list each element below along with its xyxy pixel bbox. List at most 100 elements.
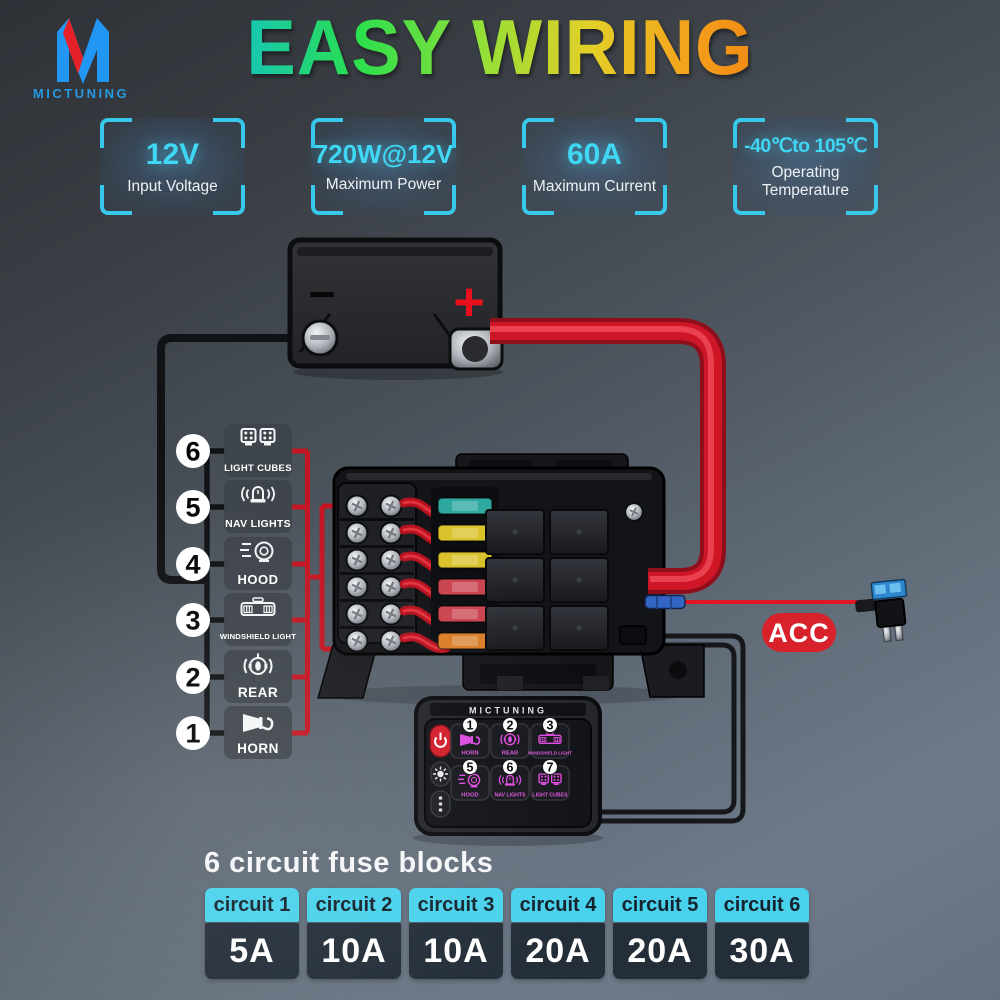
fuse-window — [889, 582, 902, 593]
circuit-number-badge — [176, 434, 210, 468]
panel-number-badge — [542, 717, 558, 733]
spec-badges: 12V Input Voltage 720W@12V Maximum Power… — [100, 118, 878, 215]
case-screw — [624, 502, 644, 522]
battery-negative-wire — [157, 334, 318, 584]
fuse-card-4: circuit 4 20A — [511, 888, 605, 979]
panel-button-hood[interactable]: HOOD 5 — [450, 759, 490, 801]
panel-button-label: REAR — [502, 751, 519, 757]
terminal-separators — [340, 518, 414, 629]
switch-panel: MICTUNING HORN 1 REAR — [413, 696, 603, 846]
circuit-row-horn: HORN 1 — [176, 706, 292, 759]
acc-badge-label: ACC — [768, 618, 830, 648]
fuse-card-amp: 20A — [511, 923, 605, 979]
spec-max-power: 720W@12V Maximum Power — [311, 118, 456, 215]
panel-button-number: 6 — [507, 760, 514, 774]
circuit-number-badge — [176, 660, 210, 694]
circuit-number: 2 — [185, 663, 200, 693]
fuse-card-header: circuit 3 — [409, 888, 503, 922]
circuit-list: LIGHT CUBES 6 NAV LIGHTS 5 HOOD 4 WINDSH… — [176, 424, 296, 759]
fuse-card-6: circuit 6 30A — [715, 888, 809, 979]
tap-sheath — [855, 598, 878, 613]
circuit-number: 3 — [185, 606, 200, 636]
brightness-icon — [433, 766, 448, 782]
circuit-black-bus — [204, 448, 226, 736]
panel-button-horn[interactable]: HORN 1 — [450, 717, 490, 759]
body-highlight — [346, 473, 652, 480]
fuse-block — [317, 453, 705, 699]
circuit-number: 6 — [185, 437, 200, 467]
panel-button-number: 3 — [547, 718, 554, 732]
panel-button-label: HORN — [461, 751, 478, 757]
switch-panel-wires — [596, 633, 746, 824]
relays — [485, 509, 609, 651]
circuit-row-rear: REAR 2 — [176, 650, 292, 703]
battery-positive-symbol: + — [453, 272, 485, 332]
logo-red-stripe — [63, 18, 83, 74]
clip-tab — [497, 676, 523, 690]
fuse-card-5: circuit 5 20A — [613, 888, 707, 979]
spec-label: Maximum Power — [325, 176, 442, 194]
panel-button-rear[interactable]: REAR 2 — [490, 717, 530, 759]
fuse-1 — [437, 497, 493, 515]
panel-button-nav-lights[interactable]: NAV LIGHTS 6 — [490, 759, 530, 801]
brand-name: MICTUNING — [32, 86, 130, 101]
circuit-number-badge — [176, 716, 210, 750]
circuit-label: HOOD — [238, 572, 279, 587]
circuit-label: LIGHT CUBES — [224, 463, 292, 474]
circuit-row-hood: HOOD 4 — [176, 537, 292, 590]
circuit-number: 4 — [185, 550, 200, 580]
fuse-table: circuit 1 5A circuit 2 10A circuit 3 10A… — [205, 888, 809, 979]
fuse-card-header: circuit 6 — [715, 888, 809, 922]
fuse-card-1: circuit 1 5A — [205, 888, 299, 979]
more-dots-icon — [438, 796, 443, 812]
panel-number-badge — [462, 759, 478, 775]
circuit-number-badge — [176, 547, 210, 581]
spec-label: Operating Temperature — [761, 164, 849, 199]
spec-max-current: 60A Maximum Current — [522, 118, 667, 215]
panel-button-number: 1 — [467, 718, 474, 732]
panel-number-badge — [462, 717, 478, 733]
fuse-card-header: circuit 5 — [613, 888, 707, 922]
circuit-number: 1 — [185, 719, 200, 749]
panel-header — [430, 703, 586, 716]
fuse-card-amp: 5A — [205, 923, 299, 979]
tap-body — [874, 597, 907, 629]
page-title: EASY WIRING — [246, 3, 754, 91]
output-connector — [619, 625, 647, 645]
circuit-number-badge — [176, 490, 210, 524]
fuse-card-amp: 20A — [613, 923, 707, 979]
circuit-label: REAR — [238, 685, 278, 700]
circuit-row-light-cubes: LIGHT CUBES 6 — [176, 424, 292, 477]
fuse-card-amp: 10A — [409, 923, 503, 979]
mount-hole — [669, 661, 687, 679]
fuse-card-amp: 10A — [307, 923, 401, 979]
spec-value: -40℃to 105℃ — [744, 135, 867, 158]
battery-top-lip — [297, 247, 493, 256]
fuse-card-2: circuit 2 10A — [307, 888, 401, 979]
panel-button-label: LIGHT CUBES — [532, 793, 568, 799]
mictuning-logo-icon — [57, 18, 109, 84]
add-a-circuit-fuse-tap — [855, 578, 908, 643]
circuit-box — [224, 650, 292, 703]
circuit-row-windshield-light: WINDSHIELD LIGHT 3 — [176, 593, 296, 646]
spec-operating-temp: -40℃to 105℃ Operating Temperature — [733, 118, 878, 215]
panel-button-windshield-light[interactable]: WINDSHIELD LIGHT 3 — [528, 717, 572, 759]
circuit-label: NAV LIGHTS — [225, 518, 291, 530]
panel-button-light-cubes[interactable]: LIGHT CUBES 7 — [530, 759, 570, 801]
acc-badge — [762, 613, 836, 652]
battery-positive-cable — [490, 318, 726, 594]
fuse-card-3: circuit 3 10A — [409, 888, 503, 979]
circuit-number-badge — [176, 603, 210, 637]
lug-hole — [462, 336, 488, 362]
panel-button-label: NAV LIGHTS — [494, 793, 526, 799]
spec-input-voltage: 12V Input Voltage — [100, 118, 245, 215]
power-icon — [434, 732, 447, 748]
circuit-label: HORN — [237, 741, 279, 756]
panel-button-number: 5 — [467, 760, 474, 774]
panel-button-label: WINDSHIELD LIGHT — [528, 751, 572, 756]
fuse-card-header: circuit 2 — [307, 888, 401, 922]
mini-fuses — [437, 497, 493, 650]
power-button[interactable] — [429, 724, 452, 758]
panel-button-number: 7 — [547, 760, 554, 774]
